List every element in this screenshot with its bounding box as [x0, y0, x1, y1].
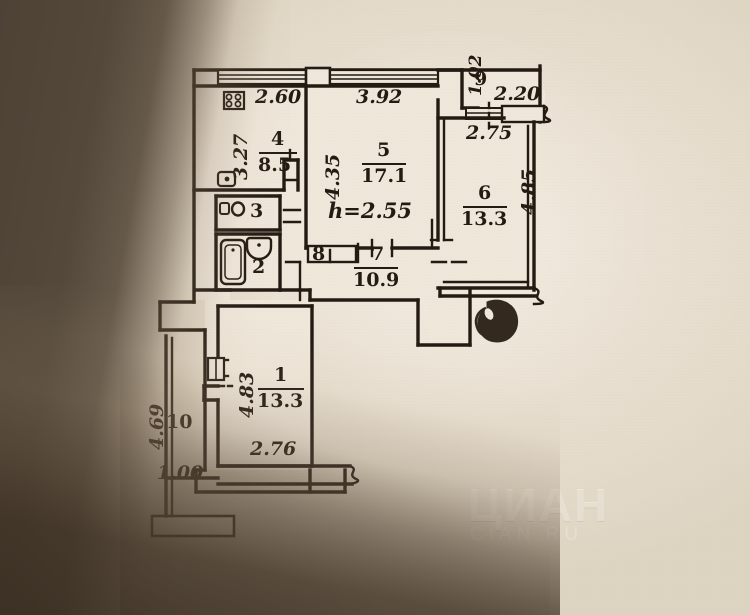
- dim-room5-depth: 4.35: [322, 153, 344, 200]
- room-area-6: 13.3: [461, 208, 508, 230]
- room-5-rule: [362, 163, 406, 166]
- dim-room6-width: 2.75: [466, 122, 513, 144]
- ceiling-height-label: h=2.55: [328, 198, 413, 223]
- room-number-6: 6: [478, 182, 492, 204]
- dim-room9-width: 1.02: [466, 54, 486, 96]
- room-number-9: 9: [474, 68, 488, 90]
- photo-shadow-diagonal: [120, 355, 550, 615]
- window-room5: [328, 68, 440, 86]
- dim-room5-width: 3.92: [356, 86, 403, 108]
- room-number-7: 7: [371, 243, 385, 265]
- room-number-8: 8: [312, 243, 326, 265]
- room-number-5: 5: [377, 139, 391, 161]
- room-area-5: 17.1: [361, 165, 408, 187]
- room-6-rule: [463, 206, 507, 209]
- dim-room6-depth: 4.85: [518, 168, 540, 215]
- room-7-rule: [354, 267, 398, 270]
- dim-niche-width: 2.20: [494, 83, 541, 105]
